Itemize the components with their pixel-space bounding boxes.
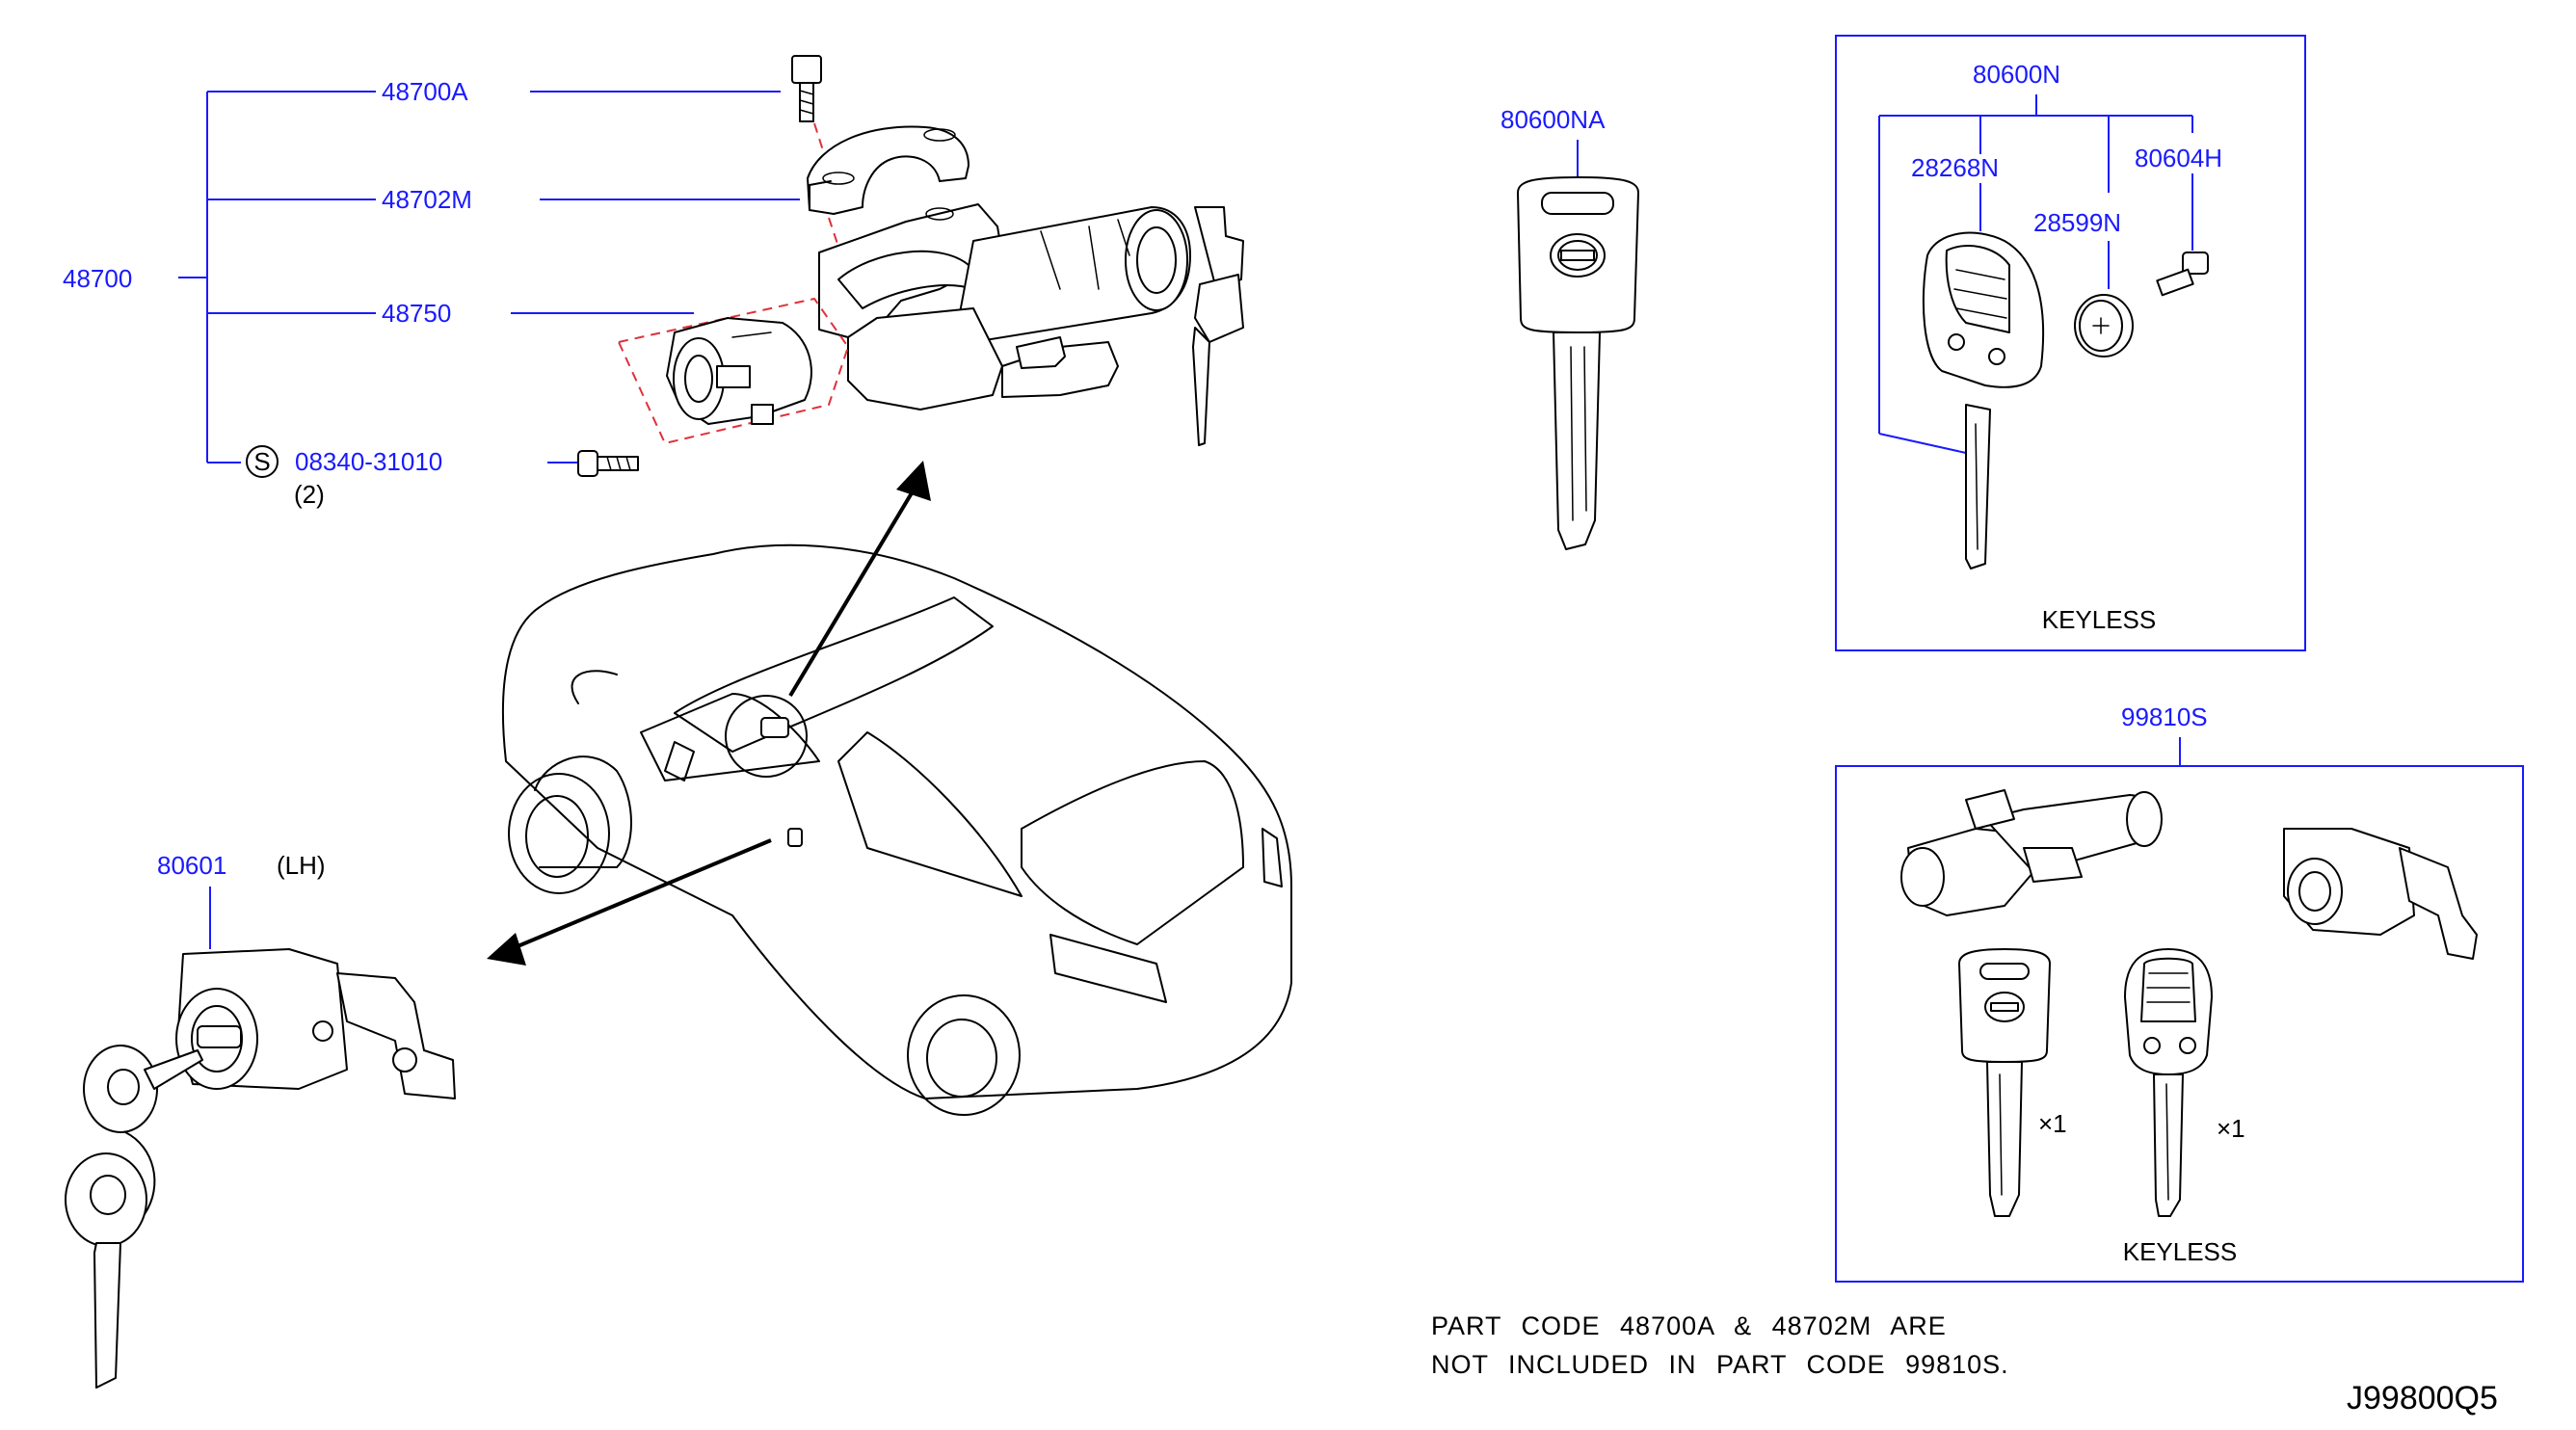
callout-80604h: 80604H [2135, 144, 2222, 172]
callout-80600na: 80600NA [1500, 105, 1606, 134]
s-symbol: S [253, 447, 270, 476]
ignition-cylinder-48750 [617, 297, 850, 445]
note-line-1: PART CODE 48700A & 48702M ARE [1431, 1311, 1947, 1340]
callout-28268n: 28268N [1911, 153, 1999, 182]
callout-48750: 48750 [382, 299, 451, 328]
callout-48700a: 48700A [382, 77, 468, 106]
keyless-box [1835, 35, 2306, 651]
callout-08340-31010: 08340-31010 [295, 447, 442, 476]
battery-28599n [2074, 294, 2134, 358]
clamp-48702m [807, 125, 969, 253]
bolt-48700a [791, 55, 830, 170]
steering-lock-body [818, 203, 1244, 446]
lockset-key [1958, 948, 2051, 1217]
keyless-callout-tree [1878, 94, 2193, 454]
screw-80604h [2156, 252, 2209, 297]
car-illustration [501, 543, 1292, 1116]
door-lock-side: (LH) [277, 851, 326, 880]
key-1 [83, 1045, 158, 1133]
arrow-up-head [896, 461, 931, 501]
key-2 [65, 1152, 147, 1247]
callout-48700: 48700 [63, 264, 132, 293]
arrows [487, 461, 931, 966]
lock-set-box [1835, 765, 2524, 1283]
note-line-2: NOT INCLUDED IN PART CODE 99810S. [1431, 1350, 2009, 1379]
callout-28599n: 28599N [2033, 208, 2121, 237]
remote-quantity: ×1 [2217, 1114, 2245, 1143]
callout-80600n: 80600N [1973, 60, 2060, 89]
callout-99810s: 99810S [2121, 702, 2208, 731]
screw-08340-31010 [577, 450, 639, 477]
ignition-switch-assembly [577, 55, 1244, 477]
assembly-callout-tree [178, 91, 800, 463]
s-symbol-circle [246, 445, 279, 478]
door-lock-80601 [65, 948, 456, 1389]
key-blank-80600na [1517, 176, 1639, 550]
lockset-ignition [1900, 789, 2163, 916]
screw-quantity: (2) [294, 480, 325, 509]
callout-80601: 80601 [157, 851, 226, 880]
key-quantity: ×1 [2038, 1109, 2067, 1138]
arrow-left-head [487, 933, 526, 966]
lockset-door-lock [2283, 828, 2478, 960]
drawing-code: J99800Q5 [2347, 1380, 2498, 1417]
callout-48702m: 48702M [382, 185, 472, 214]
keyless-remote-case-28268n [1922, 231, 2045, 569]
keyless-box-label: KEYLESS [2042, 605, 2157, 634]
lock-set-box-label: KEYLESS [2123, 1237, 2238, 1266]
lockset-remote-key [2124, 948, 2213, 1217]
